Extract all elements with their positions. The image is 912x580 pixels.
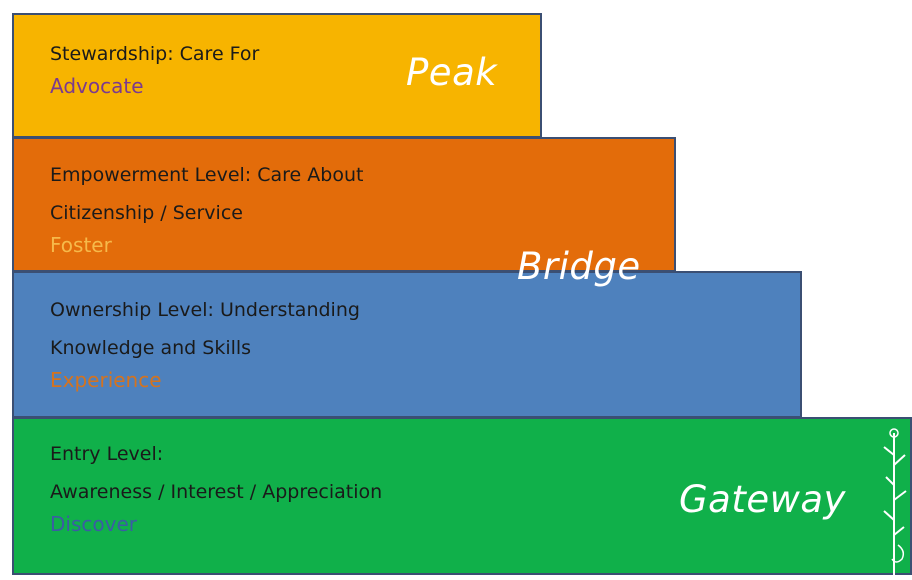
gateway-tag: Gateway bbox=[679, 478, 846, 521]
step-bridge: Empowerment Level: Care About Citizenshi… bbox=[12, 137, 676, 272]
ownership-action: Experience bbox=[50, 368, 162, 392]
peak-tag: Peak bbox=[406, 51, 498, 94]
step-peak: Stewardship: Care For Advocate bbox=[12, 13, 542, 138]
gateway-line-2: Awareness / Interest / Appreciation bbox=[50, 481, 383, 503]
bridge-tag: Bridge bbox=[517, 245, 641, 288]
bridge-text: Empowerment Level: Care About Citizenshi… bbox=[50, 156, 363, 258]
gateway-text: Entry Level: Awareness / Interest / Appr… bbox=[50, 435, 382, 537]
peak-action: Advocate bbox=[50, 74, 144, 98]
peak-line-1: Stewardship: Care For bbox=[50, 43, 260, 65]
ownership-line-1: Ownership Level: Understanding bbox=[50, 299, 360, 321]
tree-icon bbox=[883, 428, 907, 575]
bridge-line-1: Empowerment Level: Care About bbox=[50, 164, 364, 186]
gateway-action: Discover bbox=[50, 512, 137, 536]
ownership-text: Ownership Level: Understanding Knowledge… bbox=[50, 291, 360, 393]
step-gateway: Entry Level: Awareness / Interest / Appr… bbox=[12, 417, 912, 575]
bridge-action: Foster bbox=[50, 233, 112, 257]
peak-text: Stewardship: Care For Advocate bbox=[50, 35, 259, 99]
ownership-line-2: Knowledge and Skills bbox=[50, 337, 252, 359]
gateway-line-1: Entry Level: bbox=[50, 443, 164, 465]
bridge-line-2: Citizenship / Service bbox=[50, 202, 243, 224]
step-ownership: Ownership Level: Understanding Knowledge… bbox=[12, 271, 802, 418]
